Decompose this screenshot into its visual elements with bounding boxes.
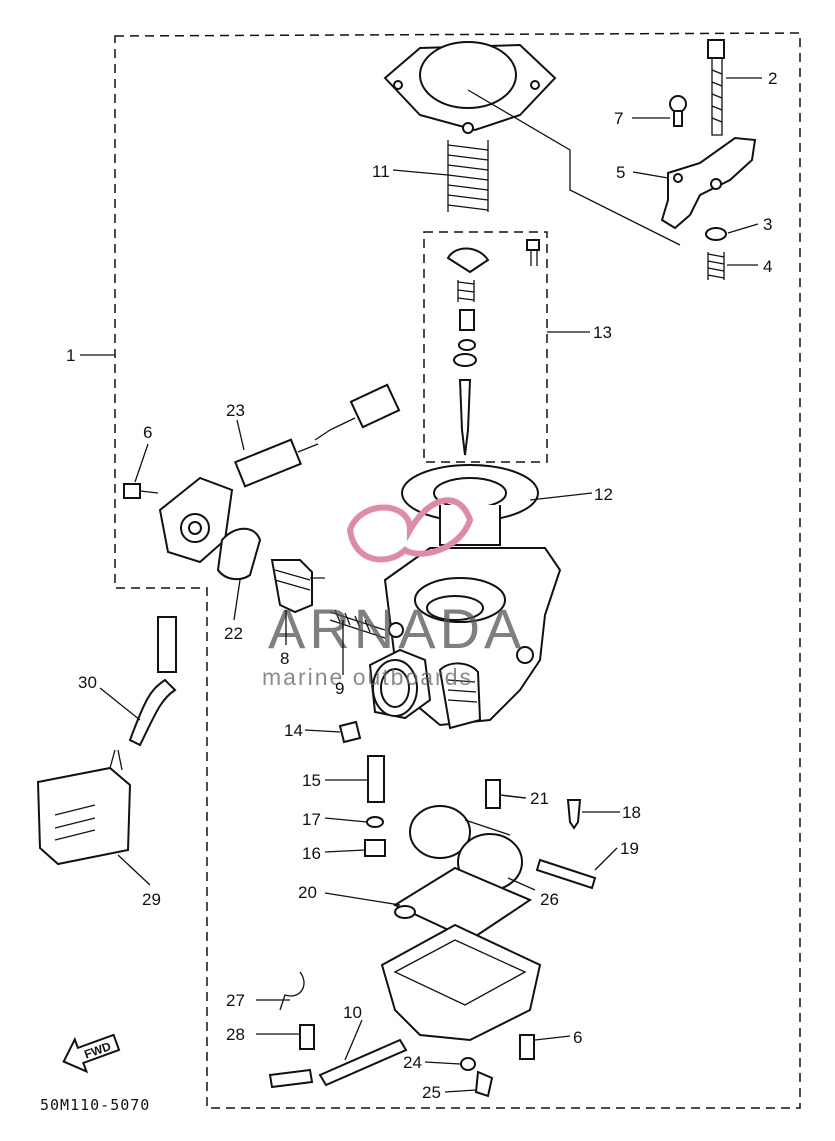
- washer-24[interactable]: [460, 1057, 476, 1071]
- callout-10: 10: [343, 1003, 362, 1022]
- callout-12: 12: [594, 485, 613, 504]
- nut-14[interactable]: [338, 720, 362, 744]
- callout-29: 29: [142, 890, 161, 909]
- callout-25: 25: [422, 1083, 441, 1102]
- callout-27: 27: [226, 991, 245, 1010]
- watermark-tagline: marine outboards: [262, 664, 473, 690]
- o-ring-17[interactable]: [366, 816, 384, 828]
- callout-6-top: 6: [143, 423, 152, 442]
- carburetor-body[interactable]: [368, 547, 562, 730]
- screw-6-top[interactable]: [123, 483, 159, 499]
- throttle-screw-2[interactable]: [707, 39, 725, 136]
- top-cap[interactable]: [383, 41, 557, 134]
- callout-15: 15: [302, 771, 321, 790]
- callout-17: 17: [302, 810, 321, 829]
- callout-2: 2: [768, 69, 777, 88]
- main-jet-16[interactable]: [364, 839, 386, 857]
- pilot-jet-21[interactable]: [485, 779, 501, 809]
- callout-19: 19: [620, 839, 639, 858]
- callout-20: 20: [298, 883, 317, 902]
- callout-22: 22: [224, 624, 243, 643]
- screw-7[interactable]: [669, 95, 687, 127]
- diagram-code: 50M110-5070: [40, 1096, 150, 1114]
- gasket-20[interactable]: [392, 866, 533, 942]
- callout-26: 26: [540, 890, 559, 909]
- screw-6-bottom[interactable]: [519, 1034, 535, 1060]
- callout-14: 14: [284, 721, 303, 740]
- callout-5: 5: [616, 163, 625, 182]
- hose-30[interactable]: [128, 616, 177, 747]
- callout-1: 1: [66, 346, 75, 365]
- callout-3: 3: [763, 215, 772, 234]
- starter-plunger-23[interactable]: [158, 383, 401, 564]
- callout-9: 9: [335, 679, 344, 698]
- subassembly-13-boundary: [423, 231, 548, 463]
- callout-11: 11: [372, 162, 390, 181]
- callout-28: 28: [226, 1025, 245, 1044]
- callout-4: 4: [763, 257, 772, 276]
- watermark-brand: ARNADA: [268, 597, 525, 660]
- watermark: ARNADA marine outboards: [262, 497, 525, 690]
- callout-6-bottom: 6: [573, 1028, 582, 1047]
- callout-7: 7: [614, 109, 623, 128]
- leader-lines: [80, 77, 762, 1093]
- spring-11[interactable]: [447, 140, 489, 212]
- callout-labels: 1 2 3 4 5 6 6 7 8 9 10 11 12 13 14 15 16…: [66, 69, 777, 1102]
- callout-21: 21: [530, 789, 549, 808]
- spring-4[interactable]: [707, 252, 725, 280]
- callout-18: 18: [622, 803, 641, 822]
- drain-screw-25[interactable]: [474, 1070, 494, 1098]
- main-jet-holder-15[interactable]: [367, 755, 385, 803]
- float-pin-19[interactable]: [535, 858, 597, 890]
- diaphragm-12[interactable]: [401, 464, 539, 546]
- pilot-screw-8[interactable]: [270, 559, 325, 614]
- callout-30: 30: [78, 673, 97, 692]
- filter-29[interactable]: [36, 749, 132, 866]
- float-bowl[interactable]: [380, 923, 542, 1042]
- lever-5[interactable]: [660, 136, 757, 230]
- callout-16: 16: [302, 844, 321, 863]
- needle-valve-18[interactable]: [566, 799, 582, 830]
- screw-28[interactable]: [299, 1024, 315, 1050]
- hose-10[interactable]: [268, 1038, 408, 1089]
- needle-set-13[interactable]: [446, 239, 540, 456]
- drain-tube-27[interactable]: [279, 971, 305, 1011]
- callout-24: 24: [403, 1053, 422, 1072]
- callout-8: 8: [280, 649, 289, 668]
- washer-3[interactable]: [705, 227, 727, 241]
- leader-top-cap: [467, 89, 681, 246]
- callout-23: 23: [226, 401, 245, 420]
- throttle-stop-9[interactable]: [329, 609, 386, 639]
- gasket-22[interactable]: [216, 527, 262, 581]
- fwd-arrow: FWD: [62, 1033, 121, 1074]
- callout-13: 13: [593, 323, 612, 342]
